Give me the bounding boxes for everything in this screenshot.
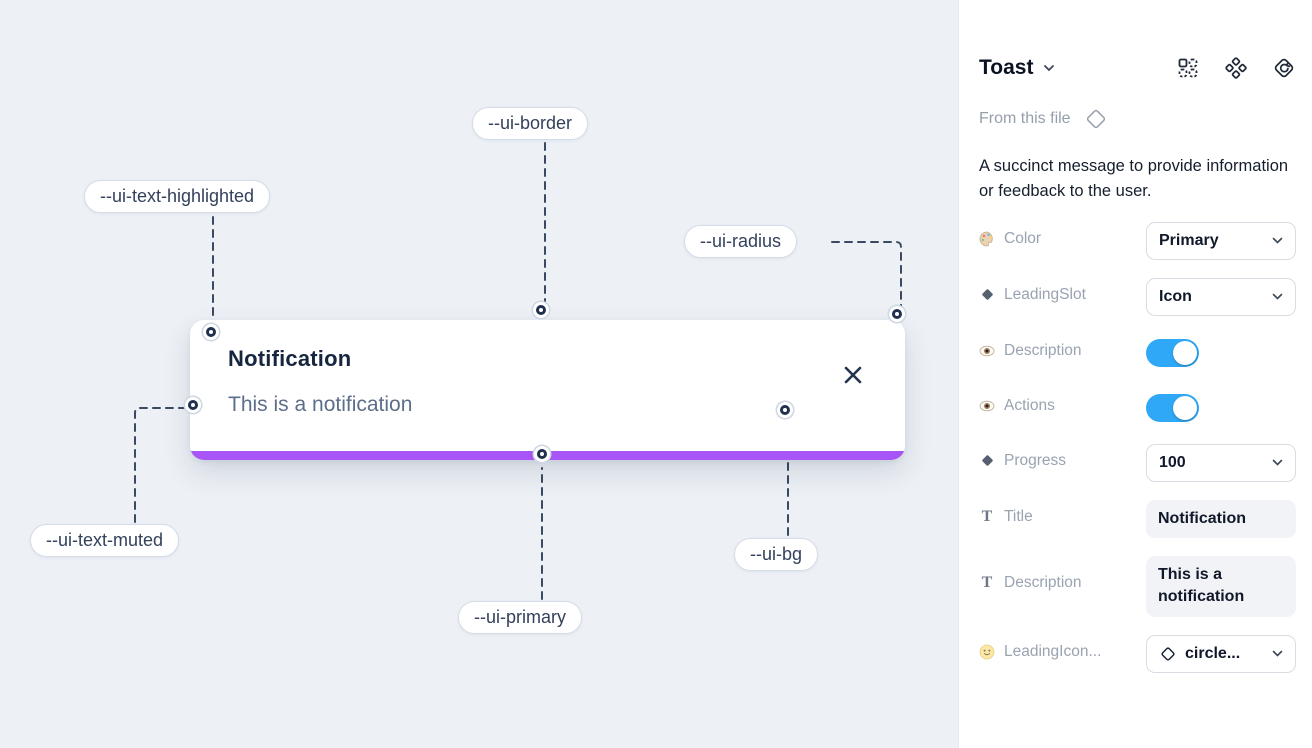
label-ui-radius[interactable]: --ui-radius [684, 225, 798, 258]
diamond-icon [979, 287, 995, 302]
eye-icon [979, 343, 995, 359]
property-label: Actions [979, 397, 1055, 415]
color-select[interactable]: Primary [1146, 221, 1296, 260]
diamond-outline-icon [1159, 645, 1177, 663]
source-label: From this file [979, 110, 1071, 127]
diamond-outline-icon [1081, 104, 1111, 134]
property-row-title: T Title Notification [979, 499, 1296, 538]
label-ui-primary[interactable]: --ui-primary [458, 601, 582, 634]
select-value: Icon [1159, 287, 1192, 305]
property-label: T Description [979, 574, 1082, 592]
property-label-text: Title [1004, 507, 1033, 525]
connector-dot-text-highlighted[interactable] [206, 327, 216, 337]
label-ui-bg[interactable]: --ui-bg [734, 538, 819, 571]
property-label-text: LeadingIcon... [1004, 642, 1102, 660]
property-label-text: Description [1004, 573, 1082, 591]
diamond-icon [979, 453, 995, 468]
property-row-progress: Progress 100 [979, 443, 1296, 482]
label-ui-text-highlighted[interactable]: --ui-text-highlighted [84, 180, 271, 213]
property-label: Description [979, 342, 1082, 360]
property-label: T Title [979, 508, 1033, 526]
smiley-icon [979, 644, 995, 660]
property-label-text: Color [1004, 229, 1042, 247]
design-canvas[interactable]: --ui-border --ui-text-highlighted --ui-r… [0, 0, 958, 748]
label-ui-border[interactable]: --ui-border [472, 107, 589, 140]
description-input[interactable]: This is a notification [1146, 555, 1296, 617]
label-ui-text-muted[interactable]: --ui-text-muted [30, 524, 180, 557]
property-row-actions-toggle: Actions [979, 389, 1296, 426]
property-label-text: Progress [1004, 451, 1067, 469]
leadingslot-select[interactable]: Icon [1146, 277, 1296, 316]
chevron-down-icon [1272, 293, 1283, 300]
toggle-knob [1173, 395, 1197, 420]
select-value: Primary [1159, 231, 1219, 249]
chevron-down-icon [1272, 237, 1283, 244]
chevron-down-icon [1272, 459, 1283, 466]
toggle-knob [1173, 340, 1197, 365]
connector-dot-radius[interactable] [892, 309, 902, 319]
toast-description: This is a notification [228, 393, 413, 416]
source-row: From this file [979, 104, 1296, 134]
properties-panel: Toast [958, 0, 1312, 748]
component-title: Toast [979, 56, 1034, 79]
leadingicon-select[interactable]: circle... [1146, 634, 1296, 673]
property-row-leadingicon: LeadingIcon... circle... [979, 634, 1296, 673]
property-label-text: Description [1004, 341, 1082, 359]
x-close-icon[interactable] [842, 364, 864, 386]
text-icon: T [981, 507, 993, 525]
select-value: 100 [1159, 453, 1186, 471]
property-label: LeadingSlot [979, 286, 1086, 304]
panel-header: Toast [979, 56, 1296, 80]
progress-select[interactable]: 100 [1146, 443, 1296, 482]
connector-dot-bg[interactable] [780, 405, 790, 415]
connector-dot-primary[interactable] [537, 449, 547, 459]
chevron-down-icon[interactable] [1043, 64, 1055, 72]
actions-toggle[interactable] [1146, 393, 1199, 422]
property-label: Color [979, 230, 1041, 248]
property-row-description-toggle: Description [979, 334, 1296, 371]
title-input[interactable]: Notification [1146, 499, 1296, 538]
toast-title: Notification [228, 346, 352, 371]
component-description: A succinct message to provide informatio… [979, 157, 1289, 200]
connector-dot-text-muted[interactable] [188, 400, 198, 410]
property-label: Progress [979, 452, 1066, 470]
property-label: LeadingIcon... [979, 643, 1101, 661]
property-row-color: Color Primary [979, 221, 1296, 260]
property-label-text: Actions [1004, 396, 1055, 414]
toast-card[interactable]: Notification This is a notification [190, 320, 905, 460]
palette-icon [979, 231, 995, 247]
select-value: circle... [1185, 644, 1241, 662]
text-icon: T [981, 573, 993, 591]
eye-icon [979, 398, 995, 414]
description-toggle[interactable] [1146, 338, 1199, 367]
connector-dot-border[interactable] [536, 305, 546, 315]
chevron-down-icon [1272, 650, 1283, 657]
instance-swap-icon[interactable] [1272, 56, 1296, 80]
variants-grid-icon[interactable] [1176, 56, 1200, 80]
component-set-icon[interactable] [1224, 56, 1248, 80]
property-label-text: LeadingSlot [1004, 285, 1086, 303]
header-icon-group [1176, 56, 1296, 80]
toast-progress-bar [190, 451, 905, 460]
property-row-leadingslot: LeadingSlot Icon [979, 277, 1296, 316]
property-row-description-text: T Description This is a notification [979, 555, 1296, 617]
